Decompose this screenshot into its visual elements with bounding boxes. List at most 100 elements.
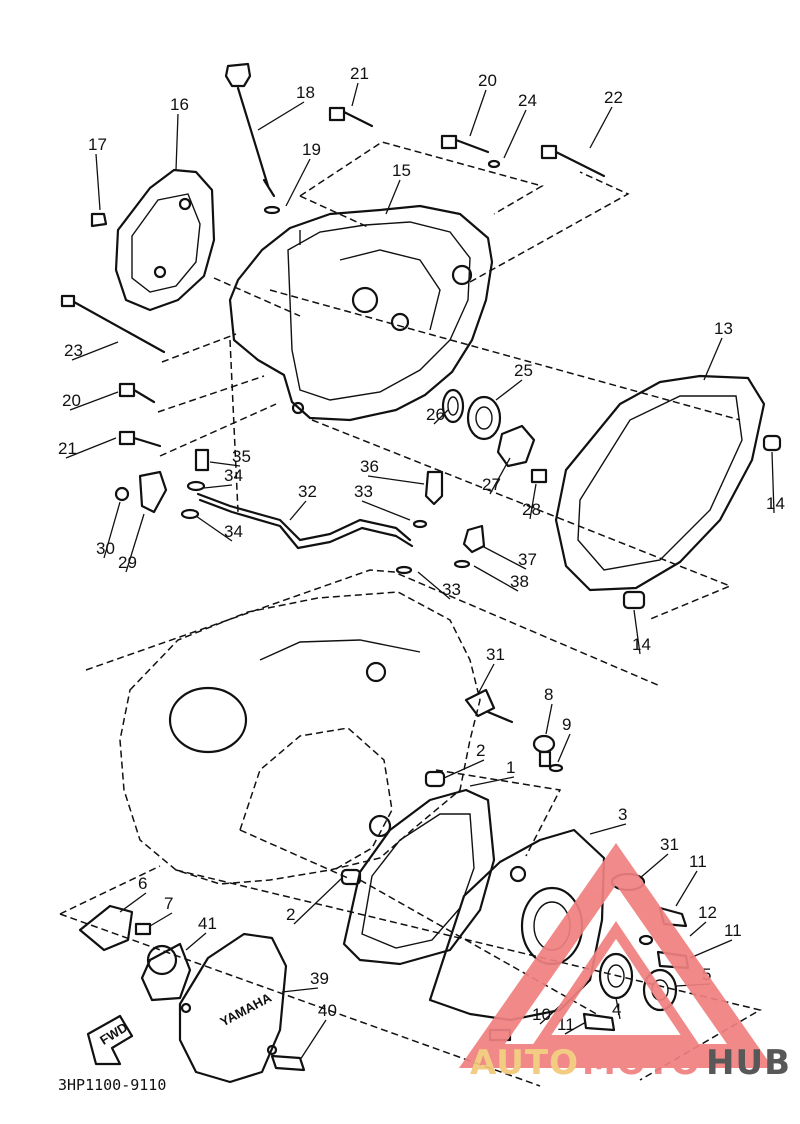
- bolt-28: [530, 468, 548, 484]
- leader-line-29: [125, 513, 145, 573]
- leader-line-37: [481, 545, 527, 570]
- leader-line-35: [209, 461, 241, 467]
- part-number-2: 2: [286, 905, 295, 924]
- gasket-1: [342, 788, 496, 966]
- cover-39: YAMAHA: [178, 932, 288, 1084]
- drawing-code: 3HP1100-9110: [58, 1076, 166, 1094]
- assembly-guides: [59, 141, 762, 1087]
- leader-line-7: [149, 912, 173, 927]
- part-number-24: 24: [518, 91, 537, 110]
- leader-line-31: [639, 853, 669, 879]
- part-number-34: 34: [224, 522, 243, 541]
- leader-line-26: [433, 409, 449, 425]
- leader-line-3: [589, 823, 627, 835]
- part-number-14: 14: [632, 635, 651, 654]
- leader-line-11: [564, 1021, 587, 1035]
- part-number-3: 3: [618, 805, 627, 824]
- part-number-35: 35: [232, 447, 251, 466]
- part-number-18: 18: [296, 83, 315, 102]
- part-number-20: 20: [62, 391, 81, 410]
- part-number-34: 34: [224, 466, 243, 485]
- leader-line-21: [65, 437, 117, 459]
- part-number-10: 10: [532, 1005, 551, 1024]
- leader-line-23: [71, 341, 119, 361]
- part-number-33: 33: [442, 580, 461, 599]
- part-number-41: 41: [198, 914, 217, 933]
- watermark: AUTO MOTO HUB: [458, 843, 791, 1083]
- leader-line-6: [119, 892, 147, 913]
- sensors-36-37: [395, 470, 486, 575]
- leader-line-2: [293, 877, 343, 925]
- part-number-21: 21: [350, 64, 369, 83]
- clamp-31: [464, 688, 514, 724]
- leader-line-12: [689, 921, 707, 937]
- dipstick-18: [224, 62, 276, 198]
- part-number-11: 11: [689, 852, 707, 871]
- part-number-11: 11: [724, 921, 742, 940]
- leader-line-33: [417, 571, 451, 600]
- part-number-28: 28: [522, 500, 541, 519]
- part-number-38: 38: [510, 572, 529, 591]
- part-number-27: 27: [482, 475, 501, 494]
- leader-line-30: [103, 501, 121, 559]
- part-number-17: 17: [88, 135, 107, 154]
- brand-moto: MOTO: [582, 1043, 701, 1083]
- leader-line-28: [529, 483, 537, 520]
- part-number-4: 4: [612, 1000, 621, 1019]
- leader-line-14: [771, 451, 775, 514]
- part-number-20: 20: [478, 71, 497, 90]
- part-number-30: 30: [96, 539, 115, 558]
- leader-line-1: [469, 776, 515, 787]
- leader-line-9: [557, 733, 571, 763]
- part-number-6: 6: [138, 874, 147, 893]
- part-number-19: 19: [302, 140, 321, 159]
- leader-line-13: [703, 337, 723, 381]
- leader-line-24: [503, 109, 527, 159]
- leader-line-32: [289, 500, 307, 521]
- part-number-1: 1: [506, 758, 515, 777]
- oil-pipe-32: [114, 448, 414, 550]
- part-number-14: 14: [766, 494, 785, 513]
- cover-plate-16: [114, 168, 216, 312]
- leader-line-15: [385, 179, 401, 215]
- dowel-2a: [424, 770, 446, 788]
- leader-line-34: [203, 484, 233, 489]
- gasket-13: [554, 374, 766, 592]
- part-number-40: 40: [318, 1001, 337, 1020]
- leader-line-18: [257, 101, 305, 131]
- leader-line-27: [489, 457, 511, 495]
- part-number-36: 36: [360, 457, 379, 476]
- leader-line-39: [281, 987, 319, 993]
- part-number-13: 13: [714, 319, 733, 338]
- part-number-16: 16: [170, 95, 189, 114]
- brand-hub: HUB: [706, 1043, 791, 1083]
- leader-line-25: [495, 379, 523, 401]
- leader-line-36: [367, 475, 425, 485]
- brand-auto: AUTO: [470, 1043, 579, 1083]
- cover-lettering: YAMAHA: [218, 990, 275, 1030]
- part-number-8: 8: [544, 685, 553, 704]
- dowel-pins-14: [622, 434, 782, 610]
- part-number-31: 31: [486, 645, 505, 664]
- leader-line-21: [351, 82, 359, 107]
- seal-26: [441, 388, 465, 424]
- leader-line-4: [615, 997, 621, 1020]
- part-number-21: 21: [58, 439, 77, 458]
- fwd-arrow-icon: FWD: [86, 1014, 134, 1066]
- part-number-9: 9: [562, 715, 571, 734]
- crankcase-left: [119, 591, 481, 885]
- leader-line-2: [443, 759, 485, 779]
- part-number-26: 26: [426, 405, 445, 424]
- leader-line-20: [69, 391, 119, 411]
- o-ring-19: [263, 205, 281, 215]
- leader-line-14: [633, 609, 641, 655]
- callout-labels: 1223456789101111111213141415161718192020…: [58, 64, 785, 1061]
- leader-line-11: [675, 870, 698, 907]
- part-number-29: 29: [118, 553, 137, 572]
- part-number-33: 33: [354, 482, 373, 501]
- leader-line-20: [469, 89, 487, 137]
- part-number-7: 7: [164, 894, 173, 913]
- part-number-15: 15: [392, 161, 411, 180]
- bolt-40: [270, 1054, 306, 1072]
